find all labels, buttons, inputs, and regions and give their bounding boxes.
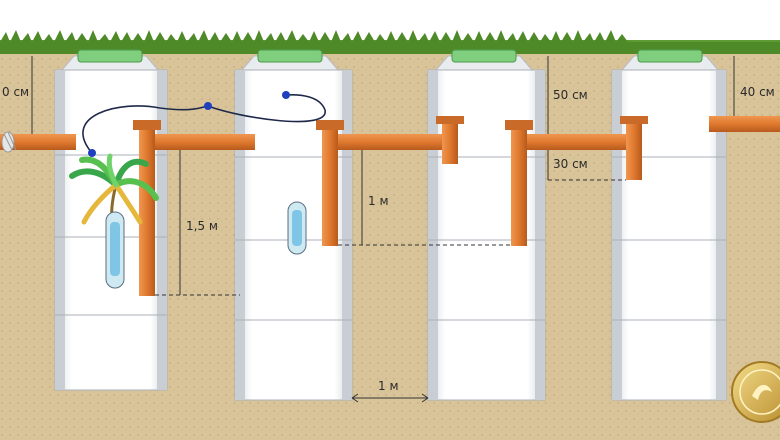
hose-end-icon bbox=[88, 149, 96, 157]
grass-strip bbox=[0, 30, 780, 54]
gap-50cm-label: 50 см bbox=[553, 88, 588, 102]
gap-30cm-label: 30 см bbox=[553, 157, 588, 171]
well-4 bbox=[611, 49, 727, 401]
dimension-lines bbox=[31, 56, 735, 403]
well-2-lid bbox=[257, 49, 323, 63]
drop-1m-label: 1 м bbox=[368, 194, 389, 208]
well-3-lid bbox=[451, 49, 517, 63]
well-4-lid bbox=[637, 49, 703, 63]
pipe-well2-to-well3 bbox=[316, 116, 464, 246]
palm-plant-icon bbox=[69, 153, 159, 236]
well-3 bbox=[427, 49, 546, 401]
drop-1-5m-label: 1,5 м bbox=[186, 219, 218, 233]
left-depth-label: 0 см bbox=[2, 85, 29, 99]
filter-cartridge-icon bbox=[287, 201, 307, 255]
gold-seal-icon bbox=[731, 361, 780, 423]
well-1-lid bbox=[77, 49, 143, 63]
spacing-1m-label: 1 м bbox=[378, 379, 399, 393]
outlet-pipe bbox=[709, 116, 780, 132]
aeration-hose bbox=[82, 91, 326, 157]
hose-end-icon bbox=[282, 91, 290, 99]
pipe-well3-to-well4 bbox=[505, 116, 648, 246]
gap-40cm-label: 40 см bbox=[740, 85, 775, 99]
inlet-pipe bbox=[0, 131, 76, 153]
pipe-well1-to-well2 bbox=[133, 120, 255, 296]
filter-cartridge-icon bbox=[105, 211, 125, 289]
hose-end-icon bbox=[204, 102, 212, 110]
